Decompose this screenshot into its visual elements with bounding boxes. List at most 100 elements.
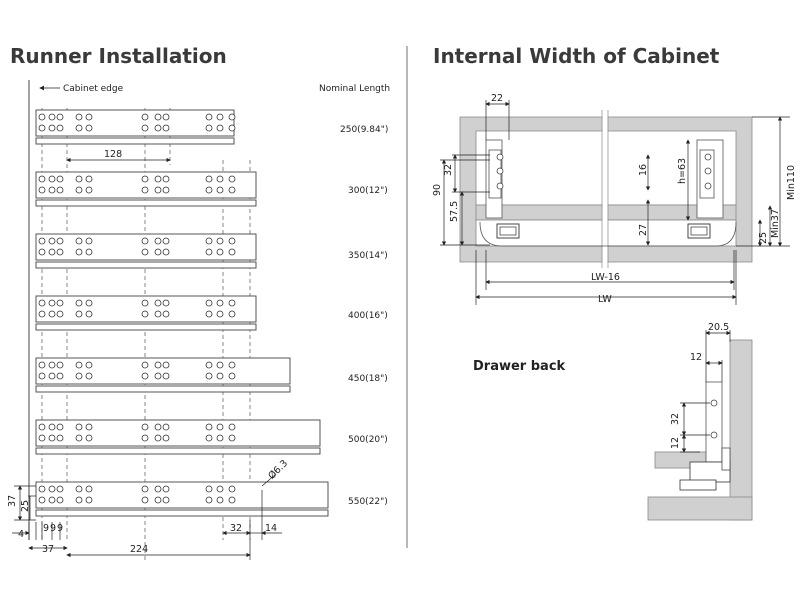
mounting-hole bbox=[75, 496, 83, 504]
mounting-hole bbox=[38, 310, 46, 318]
mounting-hole bbox=[216, 113, 224, 121]
back-dim-12-a: 12 bbox=[690, 352, 702, 363]
cabinet-edge-label: Cabinet edge bbox=[63, 84, 124, 94]
mounting-hole bbox=[205, 237, 213, 245]
mounting-hole bbox=[205, 186, 213, 194]
mounting-hole bbox=[38, 299, 46, 307]
mounting-hole bbox=[228, 124, 236, 132]
mounting-hole bbox=[85, 361, 93, 369]
mounting-hole bbox=[38, 237, 46, 245]
cabinet-section bbox=[459, 110, 753, 268]
mounting-hole bbox=[56, 423, 64, 431]
dim-9-a: 9 bbox=[43, 523, 49, 534]
mounting-hole bbox=[216, 248, 224, 256]
mounting-hole bbox=[228, 175, 236, 183]
mounting-hole bbox=[85, 434, 93, 442]
mounting-hole bbox=[85, 124, 93, 132]
mounting-hole bbox=[154, 248, 162, 256]
mounting-hole bbox=[85, 372, 93, 380]
mounting-hole bbox=[228, 186, 236, 194]
mounting-hole bbox=[38, 423, 46, 431]
mounting-hole bbox=[141, 310, 149, 318]
mounting-hole bbox=[75, 124, 83, 132]
mounting-hole bbox=[154, 485, 162, 493]
mounting-hole bbox=[56, 248, 64, 256]
mounting-hole bbox=[75, 310, 83, 318]
mounting-hole bbox=[154, 113, 162, 121]
mounting-hole bbox=[228, 361, 236, 369]
mounting-hole bbox=[141, 186, 149, 194]
cab-dim-57-5: 57.5 bbox=[449, 201, 460, 222]
mounting-hole bbox=[162, 186, 170, 194]
nominal-length-450: 450(18") bbox=[348, 374, 388, 384]
mounting-hole bbox=[56, 113, 64, 121]
dim-224: 224 bbox=[130, 544, 148, 555]
mounting-hole bbox=[75, 361, 83, 369]
mounting-hole bbox=[228, 113, 236, 121]
mounting-hole bbox=[162, 361, 170, 369]
mounting-hole bbox=[141, 299, 149, 307]
cab-dim-90: 90 bbox=[432, 184, 443, 196]
mounting-hole bbox=[48, 485, 56, 493]
mounting-hole bbox=[154, 423, 162, 431]
mounting-hole bbox=[162, 237, 170, 245]
mounting-hole bbox=[85, 485, 93, 493]
dim-14: 14 bbox=[265, 523, 277, 534]
mounting-hole bbox=[38, 496, 46, 504]
mounting-hole bbox=[154, 310, 162, 318]
mounting-hole bbox=[75, 372, 83, 380]
nominal-length-350: 350(14") bbox=[348, 251, 388, 261]
mounting-hole bbox=[38, 175, 46, 183]
mounting-hole bbox=[162, 113, 170, 121]
mounting-hole bbox=[38, 113, 46, 121]
nominal-length-550: 550(22") bbox=[348, 497, 388, 507]
mounting-hole bbox=[48, 434, 56, 442]
mounting-hole bbox=[228, 434, 236, 442]
mounting-hole bbox=[228, 310, 236, 318]
mounting-hole bbox=[85, 248, 93, 256]
back-dim-12-b: 12 bbox=[670, 437, 681, 449]
mounting-hole bbox=[38, 361, 46, 369]
mounting-hole bbox=[205, 175, 213, 183]
mounting-hole bbox=[228, 496, 236, 504]
back-dim-20-5: 20.5 bbox=[708, 322, 729, 333]
mounting-hole bbox=[75, 186, 83, 194]
mounting-hole bbox=[216, 186, 224, 194]
drawer-back-dimension-lines bbox=[680, 330, 731, 453]
mounting-hole bbox=[56, 175, 64, 183]
mounting-hole bbox=[56, 496, 64, 504]
mounting-hole bbox=[75, 248, 83, 256]
mounting-hole bbox=[205, 113, 213, 121]
dim-4: 4 bbox=[18, 529, 24, 540]
mounting-hole bbox=[216, 124, 224, 132]
mounting-hole bbox=[162, 434, 170, 442]
dim-37-horizontal: 37 bbox=[42, 544, 54, 555]
drawer-back-label: Drawer back bbox=[473, 359, 566, 374]
cab-dim-min37: Min37 bbox=[770, 209, 781, 238]
runner-rail bbox=[35, 171, 257, 207]
mounting-hole bbox=[48, 175, 56, 183]
mounting-hole bbox=[75, 237, 83, 245]
mounting-hole bbox=[162, 372, 170, 380]
mounting-hole bbox=[205, 496, 213, 504]
mounting-hole bbox=[216, 434, 224, 442]
mounting-hole bbox=[56, 186, 64, 194]
mounting-hole bbox=[154, 496, 162, 504]
mounting-hole bbox=[154, 186, 162, 194]
mounting-hole bbox=[56, 299, 64, 307]
nominal-length-300: 300(12") bbox=[348, 186, 388, 196]
mounting-hole bbox=[228, 423, 236, 431]
dim-25-vertical: 25 bbox=[20, 500, 31, 512]
mounting-hole bbox=[205, 124, 213, 132]
mounting-hole bbox=[216, 485, 224, 493]
mounting-hole bbox=[85, 496, 93, 504]
mounting-hole bbox=[48, 237, 56, 245]
mounting-hole bbox=[141, 423, 149, 431]
mounting-hole bbox=[141, 248, 149, 256]
mounting-hole bbox=[56, 124, 64, 132]
mounting-hole bbox=[154, 237, 162, 245]
mounting-hole bbox=[154, 372, 162, 380]
mounting-hole bbox=[75, 423, 83, 431]
mounting-hole bbox=[141, 361, 149, 369]
mounting-hole bbox=[75, 299, 83, 307]
